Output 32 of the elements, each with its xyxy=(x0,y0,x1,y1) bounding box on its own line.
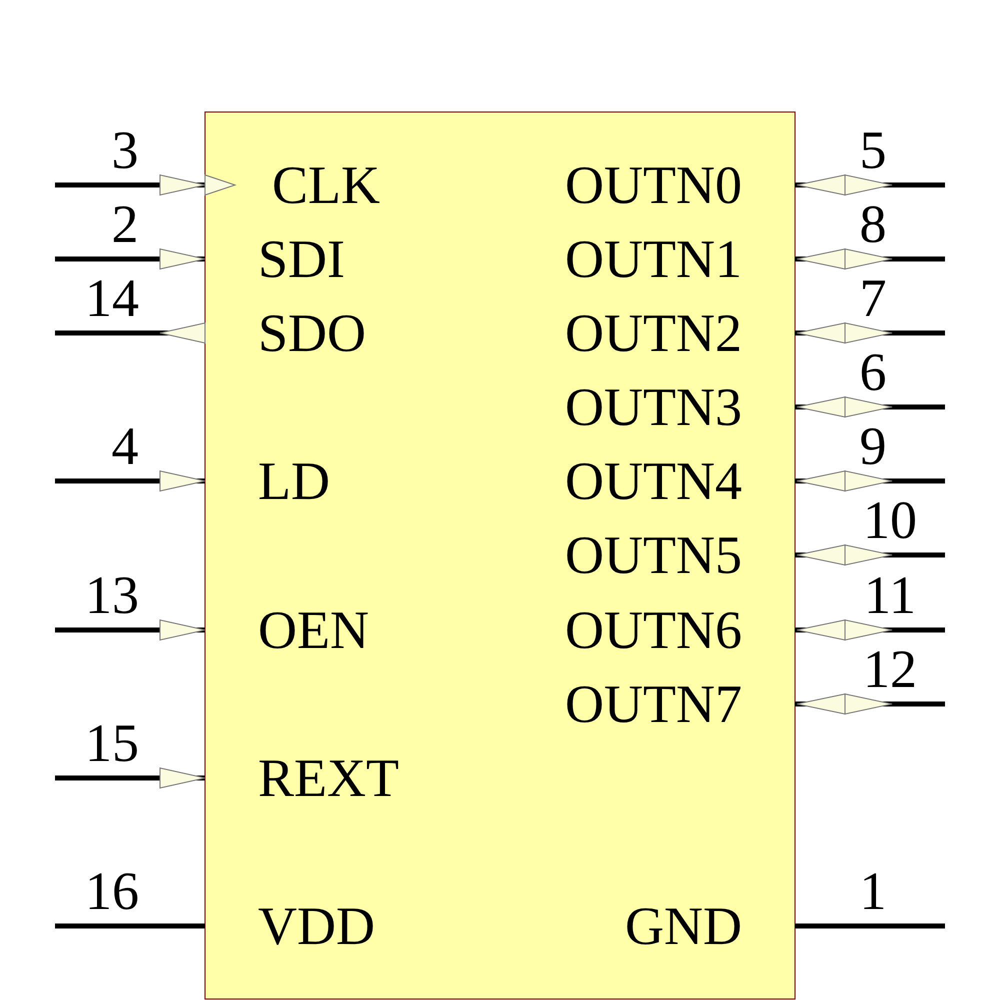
pin-number: 15 xyxy=(85,716,139,770)
pin-name: OUTN3 xyxy=(565,380,742,434)
pin-number: 12 xyxy=(863,642,917,696)
pin-number: 11 xyxy=(864,568,916,622)
pin-name: OUTN0 xyxy=(565,158,742,212)
pin-name: GND xyxy=(625,899,742,953)
pin-name: OUTN4 xyxy=(565,454,742,508)
pin-name: OUTN7 xyxy=(565,677,742,731)
pin-name: OUTN1 xyxy=(565,232,742,286)
pin-number: 9 xyxy=(860,419,886,473)
pin-number: 8 xyxy=(860,197,886,251)
pin-name: SDO xyxy=(258,306,366,360)
pin-number: 1 xyxy=(860,864,886,918)
pin-number: 6 xyxy=(860,345,886,399)
pin-name: LD xyxy=(258,454,330,508)
pin-number: 5 xyxy=(860,123,886,177)
pin-name: CLK xyxy=(272,158,380,212)
pin-name: OUTN6 xyxy=(565,603,742,657)
pin-number: 13 xyxy=(85,568,139,622)
pin-number: 14 xyxy=(85,271,139,325)
pin-name: OEN xyxy=(258,603,369,657)
pin-name: VDD xyxy=(258,899,375,953)
pin-number: 4 xyxy=(112,419,138,473)
pin-number: 2 xyxy=(112,197,138,251)
pin-number: 3 xyxy=(112,123,138,177)
pin-name: SDI xyxy=(258,232,346,286)
pin-name: OUTN5 xyxy=(565,528,742,582)
pin-number: 10 xyxy=(863,493,917,547)
pin-name: OUTN2 xyxy=(565,306,742,360)
pin-name: REXT xyxy=(258,751,399,805)
pin-number: 7 xyxy=(860,271,886,325)
pin-number: 16 xyxy=(85,864,139,918)
